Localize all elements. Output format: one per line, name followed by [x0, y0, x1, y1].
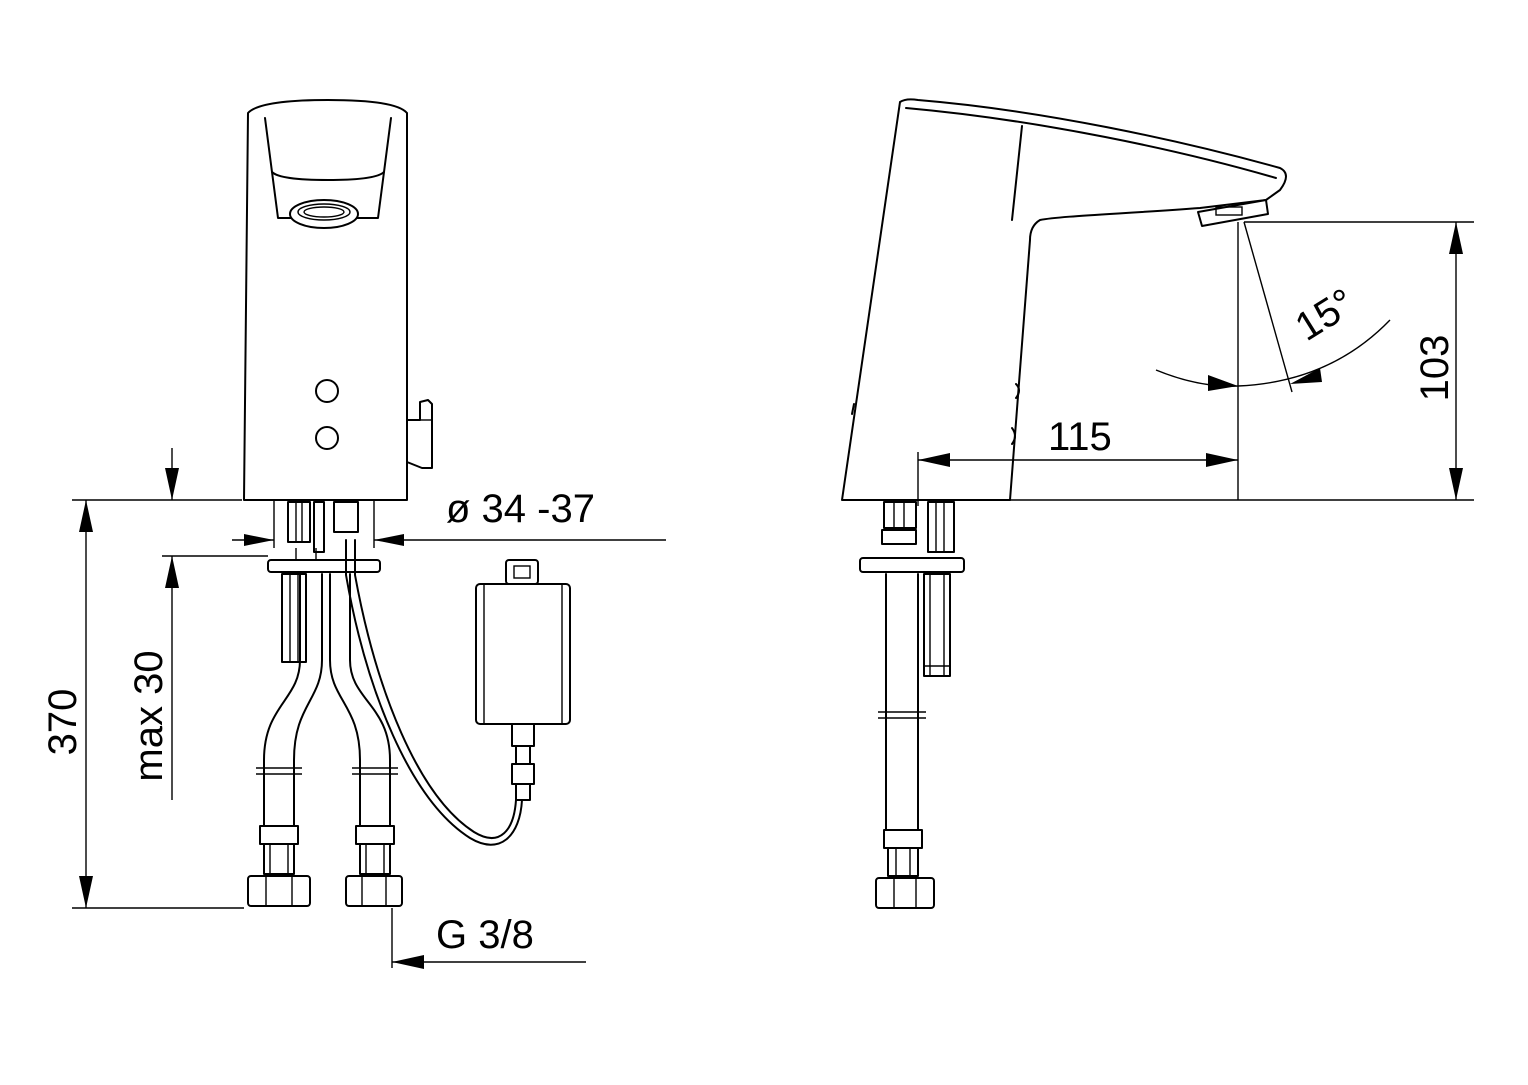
- aerator: [289, 199, 359, 229]
- threaded-rod-side: [923, 573, 951, 677]
- dim-deck-thickness: max 30: [127, 650, 171, 781]
- nut-right: [345, 875, 403, 907]
- front-view: [243, 99, 571, 907]
- nut-side: [875, 877, 935, 909]
- side-lever: [406, 399, 433, 469]
- dim-hole-diameter: ø 34 -37: [446, 487, 595, 531]
- threaded-rod: [281, 573, 307, 663]
- mounting-plate-side: [859, 557, 965, 573]
- dim-height-total: 370: [41, 689, 85, 756]
- mounting-plate: [267, 559, 381, 573]
- dim-spout-height: 103: [1413, 335, 1457, 402]
- side-view: [841, 98, 1287, 909]
- nut-left: [247, 875, 311, 907]
- supply-hose-left: [263, 573, 301, 827]
- supply-hose-right: [329, 573, 361, 827]
- dim-reach: 115: [1048, 415, 1112, 459]
- sensor-window-top: [315, 379, 339, 403]
- sensor-cable: [345, 539, 523, 846]
- faucet-body-front: [243, 99, 408, 501]
- spout-hood: [264, 117, 392, 181]
- faucet-body-side: [841, 98, 1287, 501]
- front-dimensions: 370 max 30 ø 34 -37 G 3/8: [41, 448, 666, 969]
- spout-nozzle: [1197, 199, 1269, 227]
- sensor-window-bottom: [315, 426, 339, 450]
- control-box: [475, 583, 571, 725]
- dim-spray-angle: 15°: [1288, 280, 1363, 349]
- dim-connection-thread: G 3/8: [436, 913, 534, 957]
